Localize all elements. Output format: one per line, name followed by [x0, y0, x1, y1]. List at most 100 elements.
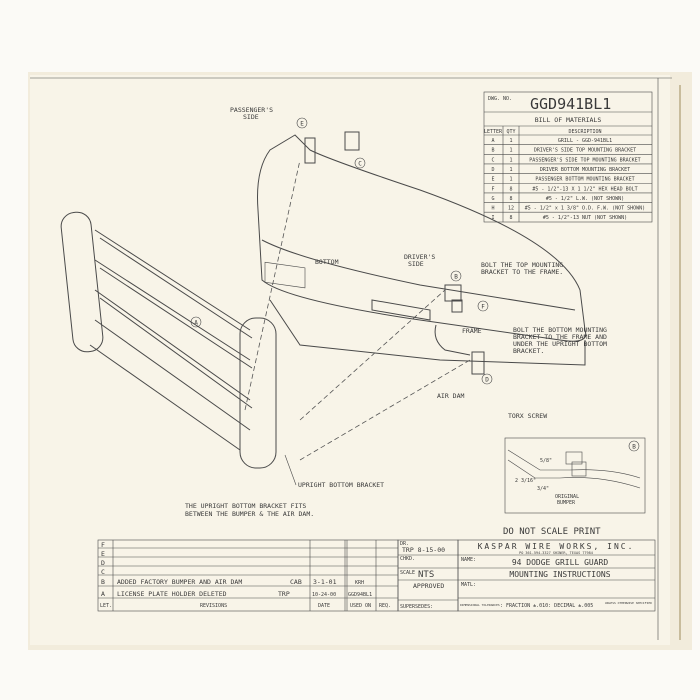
passenger-side-label: PASSENGER'S	[230, 106, 273, 114]
bom-cell: #5 - 1/2" x 1 3/8" O.D. F.W. (NOT SHOWN)	[525, 206, 645, 212]
rev-date: 10-24-00	[312, 592, 336, 598]
dr-label: DR.	[400, 541, 409, 547]
rev-header: REVISIONS	[200, 603, 227, 609]
rev-letter: E	[101, 550, 105, 558]
bom-cell: B	[491, 148, 494, 154]
bom-cell: #5 - 1/2"-13 NUT (NOT SHOWN)	[543, 215, 627, 221]
callout-letter: C	[358, 160, 362, 167]
bom-cell: 12	[508, 206, 514, 212]
bom-cell: 1	[509, 177, 512, 183]
note-bottom: UNDER THE UPRIGHT BOTTOM	[513, 340, 607, 348]
do-not-scale-note: DO NOT SCALE PRINT	[503, 527, 601, 537]
bom-cell: C	[491, 157, 494, 163]
revisions-block: F E D C B ADDED FACTORY BUMPER AND AIR D…	[97, 539, 399, 612]
callout-c: C	[354, 157, 366, 169]
callout-letter: B	[454, 273, 458, 280]
bom-cell: #5 - 1/2"-13 X 1 1/2" HEX HEAD BOLT	[532, 186, 637, 192]
callout-d: D	[481, 373, 493, 385]
bom-header: DESCRIPTION	[568, 129, 601, 135]
original-bumper-label: ORIGINAL	[555, 494, 579, 500]
rev-letter: B	[101, 578, 105, 586]
callout-letter: E	[300, 120, 304, 127]
brackets	[244, 131, 485, 461]
dim-label: 5/8"	[540, 458, 552, 464]
scale-label: SCALE	[400, 570, 415, 576]
company-address: PO 361-594-3327 SHINER, TEXAS 77984	[519, 551, 593, 555]
rev-by: CAB	[290, 578, 302, 586]
rev-header: LET.	[100, 603, 112, 609]
bom-title: BILL OF MATERIALS	[535, 116, 602, 124]
material-label: MATL:	[461, 582, 476, 588]
bom-header: QTY	[506, 129, 515, 135]
tolerance-value: : FRACTION ±.010: DECIMAL ±.005	[500, 603, 593, 609]
detail-view: 5/8" 2 3/16" 3/4" ORIGINAL BUMPER	[504, 437, 646, 514]
approved-label: APPROVED	[413, 582, 444, 590]
passenger-side-label: SIDE	[243, 113, 259, 121]
note-top: BOLT THE TOP MOUNTING	[481, 261, 563, 269]
bom-cell: 1	[509, 167, 512, 173]
bom-cell: 1	[509, 148, 512, 154]
driver-side-label: SIDE	[408, 260, 424, 268]
rev-date: 3-1-01	[313, 578, 337, 586]
rev-letter: C	[101, 568, 105, 576]
rev-used-on: KRH	[355, 580, 364, 586]
note-top: BRACKET TO THE FRAME.	[481, 268, 563, 276]
supersedes-label: SUPERSEDES:	[400, 604, 433, 610]
bom-cell: DRIVER BOTTOM MOUNTING BRACKET	[540, 167, 630, 173]
dwg-no-label: DWG. NO.	[488, 96, 512, 102]
bumper-illustration	[257, 134, 587, 366]
driver-side-label: DRIVER'S	[404, 253, 435, 261]
note-bottom: BOLT THE BOTTOM MOUNTING	[513, 326, 607, 334]
frame-label: FRAME	[462, 327, 482, 335]
bom-row: E 1 PASSENGER BOTTOM MOUNTING BRACKET	[491, 177, 634, 183]
checked-label: CHKD.	[400, 556, 415, 562]
callout-a: A	[190, 316, 202, 328]
rev-by: TRP	[278, 590, 290, 598]
bom-row: D 1 DRIVER BOTTOM MOUNTING BRACKET	[491, 167, 630, 173]
note-bottom: BRACKET TO THE FRAME AND	[513, 333, 607, 341]
drawing-subtitle: MOUNTING INSTRUCTIONS	[509, 570, 610, 579]
bom-cell: 8	[509, 196, 512, 202]
bom-cell: 8	[509, 215, 512, 221]
rev-header: USED ON	[350, 603, 371, 609]
note-upright: BETWEEN THE BUMPER & THE AIR DAM.	[185, 510, 314, 518]
callout-e: E	[296, 117, 308, 129]
title-block: KASPAR WIRE WORKS, INC. PO 361-594-3327 …	[457, 539, 656, 612]
callout-letter: F	[481, 303, 485, 310]
rev-header: DATE	[318, 603, 330, 609]
air-dam-label: AIR DAM	[437, 392, 464, 400]
approval-block: DR. TRP 8-15-00 CHKD. SCALE NTS APPROVED…	[397, 539, 459, 612]
bom-cell: 1	[509, 157, 512, 163]
bom-row: C 1 PASSENGER'S SIDE TOP MOUNTING BRACKET	[491, 157, 640, 163]
bom-cell: D	[491, 167, 494, 173]
rev-header: REQ.	[379, 603, 391, 609]
bom-cell: PASSENGER BOTTOM MOUNTING BRACKET	[535, 177, 634, 183]
rev-letter: A	[101, 590, 105, 598]
callout-letter: B	[632, 443, 636, 450]
bottom-label: BOTTOM	[315, 258, 339, 266]
note-bottom: BRACKET.	[513, 347, 544, 355]
scale-value: NTS	[418, 570, 434, 580]
rev-text: LICENSE PLATE HOLDER DELETED	[117, 590, 227, 598]
tolerance-note: UNLESS OTHERWISE SPECIFIED	[605, 601, 652, 605]
bom-cell: GRILL - GGD-941BL1	[558, 138, 612, 144]
paper	[30, 75, 670, 645]
bom-cell: 1	[509, 138, 512, 144]
bom-header: LETTER	[484, 129, 503, 135]
original-bumper-label: BUMPER	[557, 500, 576, 506]
bom-cell: 8	[509, 186, 512, 192]
upright-bracket-label: UPRIGHT BOTTOM BRACKET	[298, 481, 384, 489]
bom-cell: PASSENGER'S SIDE TOP MOUNTING BRACKET	[529, 157, 640, 163]
bom-cell: #5 - 1/2" L.W. (NOT SHOWN)	[546, 196, 624, 202]
bom-cell: I	[491, 215, 494, 221]
rev-letter: F	[101, 541, 105, 549]
rev-letter: D	[101, 559, 105, 567]
bom-cell: E	[491, 177, 494, 183]
name-label: NAME:	[461, 557, 476, 563]
